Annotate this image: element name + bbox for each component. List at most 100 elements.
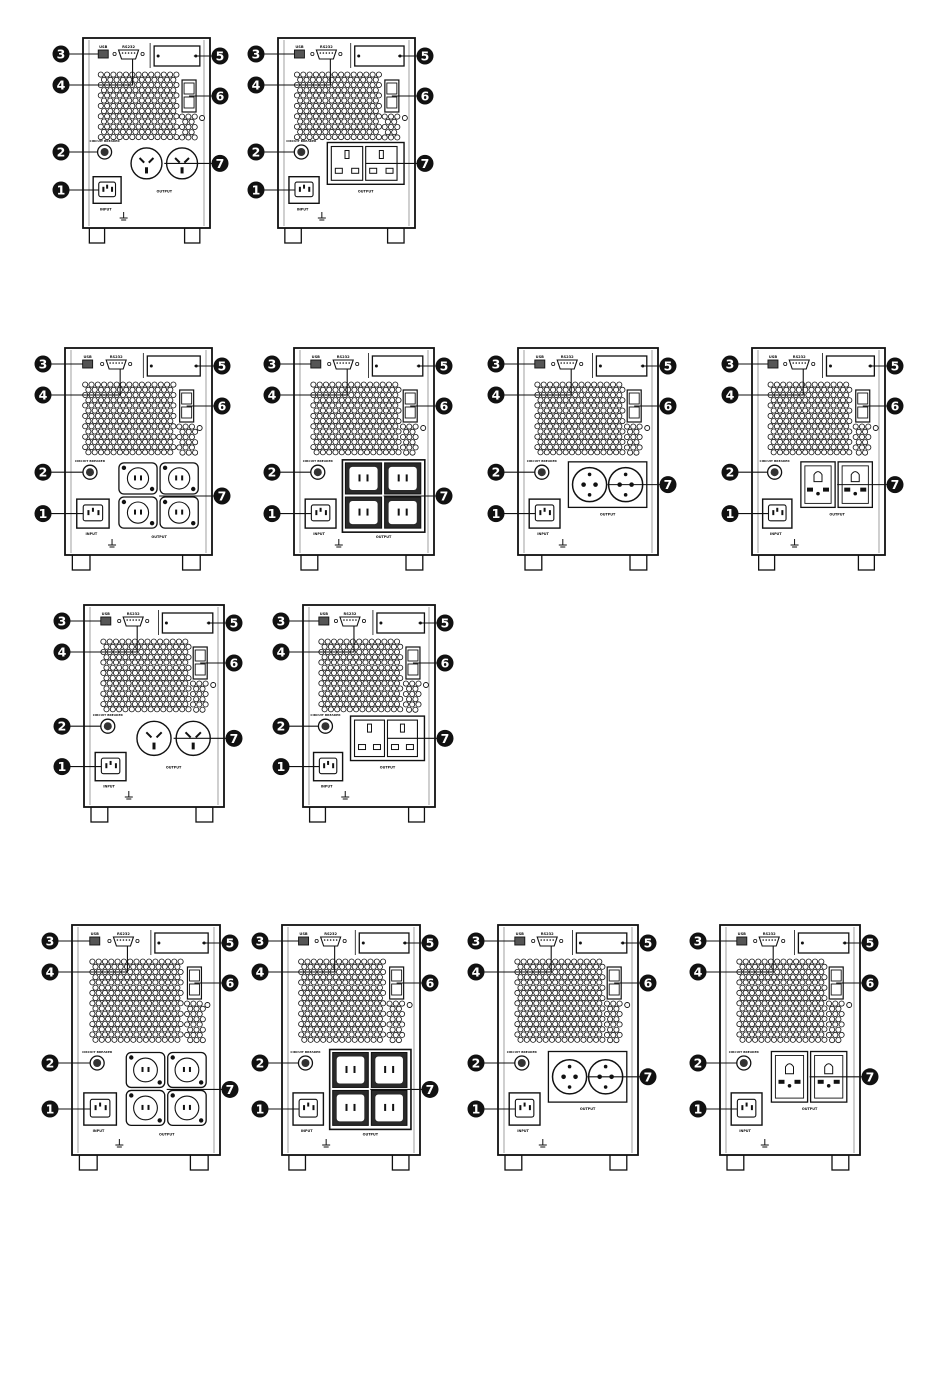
- callout-circle: [221, 1080, 239, 1098]
- vent-hole: [555, 963, 562, 970]
- vent-hole: [394, 124, 401, 131]
- vent-hole: [113, 701, 120, 708]
- vent-hole: [363, 397, 370, 404]
- vent-hole: [135, 418, 142, 425]
- vent-hole: [390, 643, 397, 650]
- vent-hole: [160, 92, 167, 99]
- vent-hole: [774, 1000, 781, 1007]
- circuit-breaker-button: [93, 1059, 102, 1067]
- vent-hole: [543, 386, 550, 393]
- vent-hole: [164, 989, 171, 996]
- vent-hole: [316, 128, 323, 135]
- vent-hole: [350, 123, 357, 130]
- screw-icon: [117, 619, 122, 624]
- vent-hole: [334, 108, 341, 115]
- vent-hole: [142, 1015, 149, 1022]
- vent-hole: [755, 1031, 762, 1038]
- vent-hole: [789, 418, 796, 425]
- vent-hole: [339, 974, 346, 981]
- uk-pin: [369, 167, 378, 174]
- vent-hole: [172, 706, 179, 713]
- vent-hole: [578, 433, 585, 440]
- input-pin: [94, 1105, 97, 1111]
- vent-hole: [550, 397, 557, 404]
- vent-hole: [322, 76, 329, 83]
- vent-hole: [326, 984, 333, 991]
- vent-hole: [555, 1005, 562, 1012]
- input-pin: [91, 507, 94, 512]
- vent-hole: [185, 685, 192, 692]
- vent-hole: [100, 638, 107, 645]
- vent-hole: [101, 128, 108, 135]
- vent-hole: [348, 958, 355, 965]
- vent-hole: [773, 433, 780, 440]
- vent-hole: [799, 381, 806, 388]
- vent-hole: [101, 402, 108, 409]
- uk-pin: [399, 723, 405, 733]
- vent-hole: [537, 386, 544, 393]
- vent-hole: [196, 1000, 203, 1007]
- callout-circle: [211, 47, 229, 65]
- vent-hole: [758, 1026, 765, 1033]
- vent-hole: [771, 984, 778, 991]
- rs232-pin: [339, 362, 342, 364]
- vent-hole: [363, 92, 370, 99]
- vent-hole: [572, 444, 579, 451]
- vent-hole: [786, 381, 793, 388]
- au-pin: [183, 157, 190, 164]
- callout-6: 6: [886, 397, 904, 415]
- callout-4: 4: [34, 386, 52, 404]
- vent-hole: [111, 984, 118, 991]
- vent-hole: [840, 438, 847, 445]
- callout-number: 5: [441, 616, 450, 631]
- vent-hole: [171, 1000, 178, 1007]
- vent-hole: [297, 118, 304, 125]
- vent-hole: [100, 701, 107, 708]
- vent-hole: [767, 381, 774, 388]
- vent-hole: [310, 444, 317, 451]
- callout-circle: [247, 143, 265, 161]
- vent-hole: [345, 1005, 352, 1012]
- vent-hole: [616, 402, 623, 409]
- vent-hole: [125, 690, 132, 697]
- vent-hole: [777, 407, 784, 414]
- vent-hole: [163, 76, 170, 83]
- vent-hole: [192, 439, 199, 446]
- input-inlet: [82, 504, 104, 522]
- callout-6: 6: [221, 974, 239, 992]
- vent-hole: [323, 958, 330, 965]
- vent-hole: [380, 1021, 387, 1028]
- iec-pin: [358, 474, 361, 482]
- vent-hole: [104, 397, 111, 404]
- vent-hole: [348, 433, 355, 440]
- vent-hole: [619, 449, 626, 456]
- vent-hole: [347, 97, 354, 104]
- vent-hole: [814, 418, 821, 425]
- vent-hole: [132, 381, 139, 388]
- vent-hole: [381, 659, 388, 666]
- vent-hole: [862, 428, 869, 435]
- vent-hole: [168, 974, 175, 981]
- vent-hole: [386, 1031, 393, 1038]
- vent-hole: [604, 1000, 611, 1007]
- vent-hole: [786, 958, 793, 965]
- callout-number: 4: [256, 965, 265, 980]
- vent-hole: [578, 423, 585, 430]
- callout-circle: [659, 357, 677, 375]
- iec-socket: [375, 1094, 403, 1122]
- vent-hole: [771, 995, 778, 1002]
- circuit-breaker-button: [739, 1059, 748, 1067]
- vent-hole: [802, 1015, 809, 1022]
- vent-hole: [805, 402, 812, 409]
- vent-hole: [142, 397, 149, 404]
- vent-hole: [789, 386, 796, 393]
- rs232-pin: [323, 939, 326, 941]
- rs232-label: RS232: [793, 355, 806, 359]
- vent-hole: [322, 87, 329, 94]
- vent-hole: [363, 428, 370, 435]
- vent-hole: [770, 438, 777, 445]
- vent-hole: [397, 664, 404, 671]
- vent-hole: [310, 381, 317, 388]
- vent-hole: [742, 1031, 749, 1038]
